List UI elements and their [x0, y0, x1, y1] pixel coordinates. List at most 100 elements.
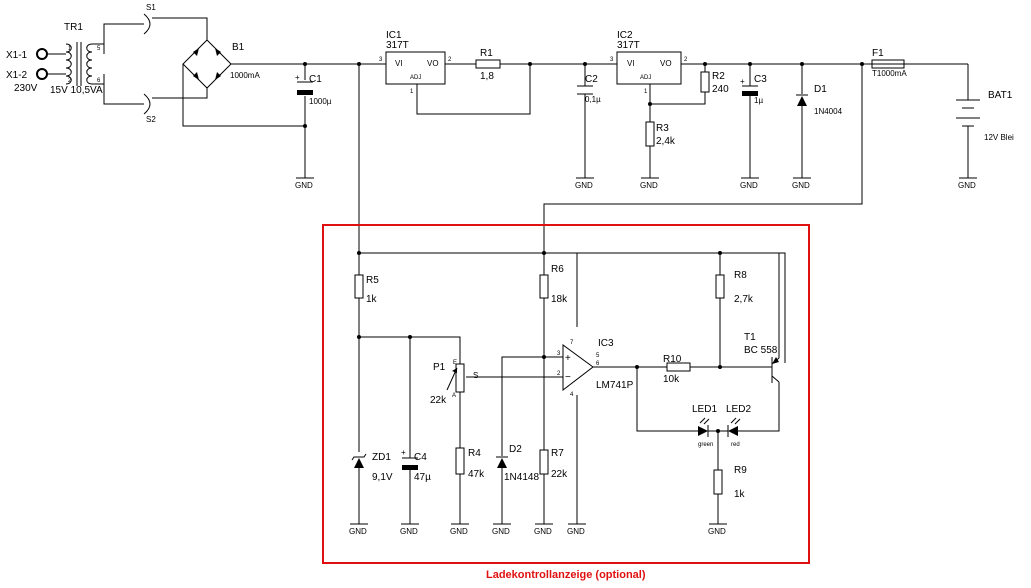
regulator-ic1: IC1 317T VI VO ADJ 3 2 1: [379, 30, 452, 95]
c3-ref: C3: [754, 74, 767, 85]
ic2-ref: IC2: [617, 30, 633, 41]
s2-ref: S2: [146, 115, 156, 124]
terminal-x1-2-label: X1-2: [6, 70, 28, 81]
ic1-pin1: 1: [410, 89, 414, 95]
c1-ref: C1: [309, 74, 322, 85]
r8-ref: R8: [734, 270, 747, 281]
f1-ref: F1: [872, 48, 884, 59]
r6-ref: R6: [551, 264, 564, 275]
wiring: [48, 17, 969, 524]
r7-ref: R7: [551, 448, 564, 459]
r3-value: 2,4k: [656, 136, 676, 147]
r5-ref: R5: [366, 275, 379, 286]
b1-rating: 1000mA: [230, 71, 260, 80]
ic1-pin2: 2: [448, 57, 452, 63]
gnd-label: GND: [534, 527, 552, 536]
resistor-r1: R1 1,8: [475, 48, 501, 82]
t1-ref: T1: [744, 332, 756, 343]
d1-value: 1N4004: [814, 107, 843, 116]
resistor-r4: R4 47k: [455, 447, 485, 480]
zd1-value: 9,1V: [372, 472, 393, 483]
ic3-pin2: 2: [557, 371, 561, 377]
p1-e-label: E: [453, 360, 457, 366]
ic2-vi: VI: [627, 59, 635, 68]
r8-value: 2,7k: [734, 294, 754, 305]
led1-ref: LED1: [692, 404, 717, 415]
r6-value: 18k: [551, 294, 568, 305]
ic3-type: LM741P: [596, 380, 634, 391]
ic2-adj: ADJ: [640, 75, 651, 81]
c3-value: 1µ: [754, 96, 763, 105]
c2-value: 0,1µ: [585, 95, 601, 104]
opamp-ic3: + − 3 2 7 4 5 6 IC3 LM741P: [557, 338, 634, 398]
capacitor-c3: + C3 1µ: [740, 74, 767, 105]
capacitor-c2: C2 0,1µ: [577, 74, 601, 104]
ic1-ref: IC1: [386, 30, 402, 41]
gnd-label: GND: [958, 181, 976, 190]
optional-section-frame: [322, 224, 810, 564]
potentiometer-p1: P1 22k S A E: [430, 360, 478, 406]
r10-ref: R10: [663, 354, 682, 365]
tr1-pin1: 1: [68, 46, 72, 52]
ic3-pin5: 5: [596, 353, 600, 359]
r7-value: 22k: [551, 469, 568, 480]
resistor-r2: R2 240: [700, 71, 729, 95]
ic2-vo: VO: [660, 59, 672, 68]
fuse-f1: F1 T1000mA: [871, 48, 907, 78]
r9-ref: R9: [734, 465, 747, 476]
ic3-pin3: 3: [557, 351, 561, 357]
ic1-vo: VO: [427, 59, 439, 68]
r2-value: 240: [712, 84, 729, 95]
ic1-adj: ADJ: [410, 75, 421, 81]
p1-ref: P1: [433, 362, 446, 373]
gnd-label: GND: [295, 181, 313, 190]
gnd-label: GND: [450, 527, 468, 536]
resistor-r3: R3 2,4k: [645, 121, 676, 147]
led2: LED2 red: [726, 404, 751, 448]
r10-value: 10k: [663, 374, 680, 385]
ic3-ref: IC3: [598, 338, 614, 349]
tr1-pin2: 2: [68, 78, 72, 84]
resistor-r6: R6 18k: [539, 264, 568, 305]
ic3-pin7: 7: [570, 340, 574, 346]
zener-zd1: ZD1 9,1V: [351, 452, 393, 483]
gnd-label: GND: [575, 181, 593, 190]
c1-plus: +: [295, 73, 300, 82]
gnd-label: GND: [740, 181, 758, 190]
r9-value: 1k: [734, 489, 746, 500]
capacitor-c1: + C1 1000µ: [295, 73, 332, 106]
ic2-pin1: 1: [644, 89, 648, 95]
gnd-label: GND: [400, 527, 418, 536]
ic3-pin4: 4: [570, 392, 574, 398]
led1: LED1 green: [692, 404, 717, 448]
d2-ref: D2: [509, 444, 522, 455]
r4-ref: R4: [468, 448, 481, 459]
c4-ref: C4: [414, 452, 427, 463]
r2-ref: R2: [712, 71, 725, 82]
c1-value: 1000µ: [309, 97, 332, 106]
bridge-rectifier-b1: B1 1000mA: [182, 39, 260, 89]
ic3-minus: −: [565, 372, 571, 383]
tr1-ref: TR1: [64, 22, 83, 33]
junction-dots: [303, 62, 864, 433]
resistor-r8: R8 2,7k: [715, 270, 754, 305]
capacitor-c4: + C4 47µ: [401, 448, 431, 483]
t1-type: BC 558: [744, 345, 778, 356]
ic2-type: 317T: [617, 40, 640, 51]
led2-ref: LED2: [726, 404, 751, 415]
battery-bat1: BAT1 12V Blei: [956, 90, 1014, 142]
transformer-tr1: TR1 1 2 5 6 15V 10,5VA: [50, 22, 104, 96]
resistor-r9: R9 1k: [713, 465, 747, 500]
led1-color: green: [698, 442, 713, 448]
mains-voltage-label: 230V: [14, 83, 38, 94]
gnd-symbols-bottom: GND GND GND GND GND GND GND: [349, 523, 727, 536]
r4-value: 47k: [468, 469, 485, 480]
resistor-r7: R7 22k: [539, 448, 568, 480]
gnd-label: GND: [492, 527, 510, 536]
gnd-label: GND: [640, 181, 658, 190]
gnd-symbols-top: GND GND GND GND GND GND: [295, 177, 977, 190]
gnd-label: GND: [349, 527, 367, 536]
b1-ref: B1: [232, 42, 245, 53]
f1-value: T1000mA: [872, 69, 907, 78]
